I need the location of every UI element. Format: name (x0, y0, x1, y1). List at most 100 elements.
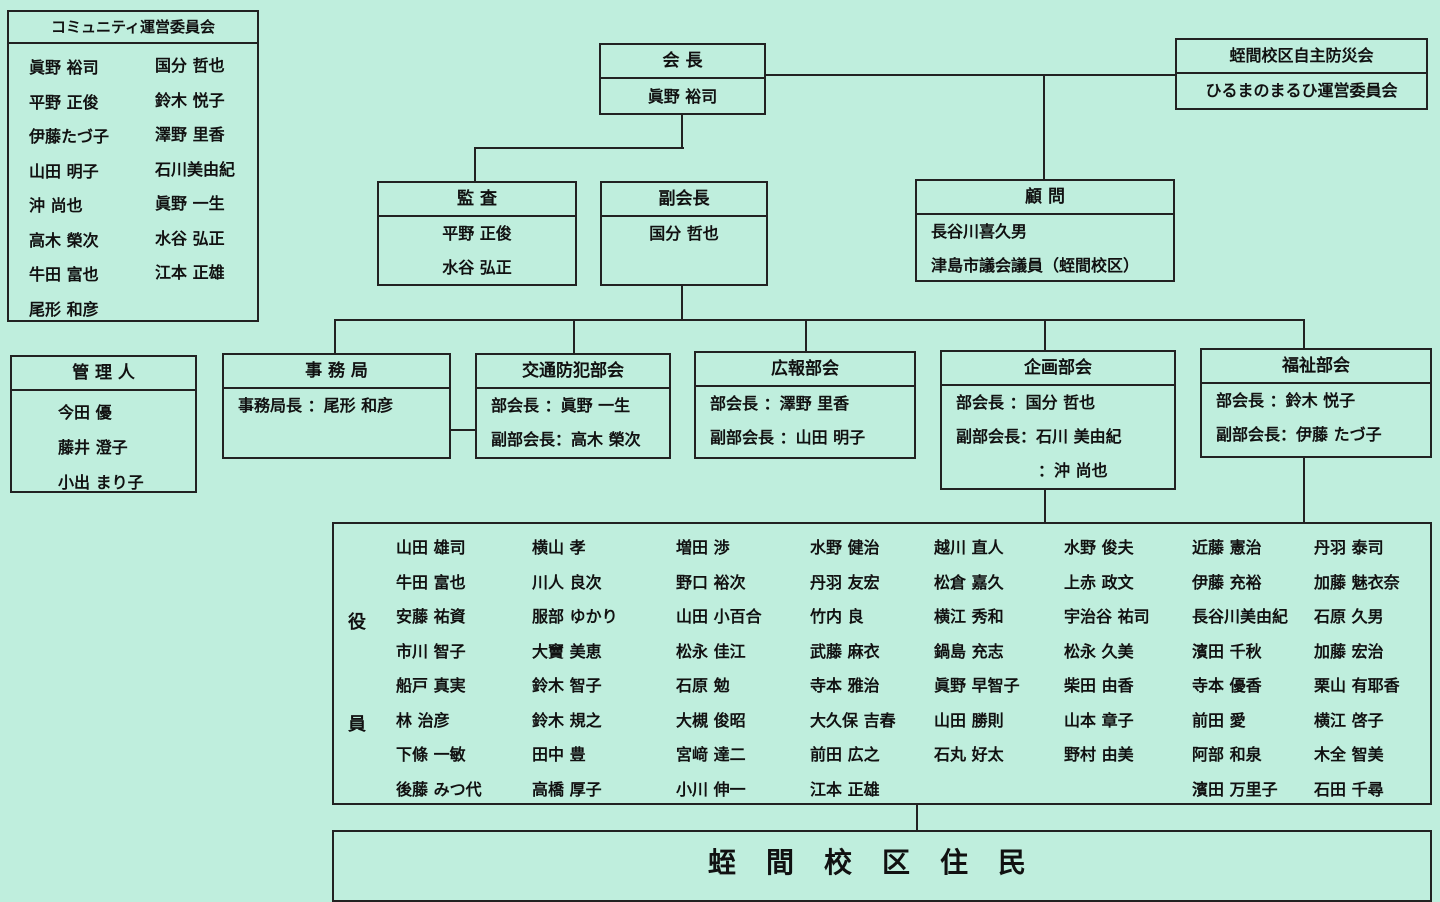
department-title: 交通防犯部会 (477, 355, 669, 389)
officer-name: 長谷川美由紀 (1192, 607, 1289, 626)
officer-name: 栗山 有耶香 (1314, 676, 1400, 695)
department-row: 副部会長：高木 榮次 (491, 430, 641, 449)
department-title: 企画部会 (942, 352, 1174, 386)
advisor-title: 顧 問 (917, 181, 1173, 215)
connector-line (1044, 489, 1046, 523)
officer-name: 水野 俊夫 (1064, 538, 1134, 557)
officer-name: 山田 雄司 (396, 538, 466, 557)
officer-name: 川人 良次 (532, 572, 602, 592)
officer-name: 市川 智子 (396, 641, 466, 661)
department-title: 事 務 局 (224, 355, 449, 389)
kanrinin-member: 小出 まり子 (58, 473, 144, 492)
officer-name: 竹内 良 (810, 607, 864, 626)
officer-name: 服部 ゆかり (532, 607, 618, 626)
officer-name: 船戸 真実 (396, 676, 466, 695)
connector-line (681, 285, 683, 320)
community-committee-member: 沖 尚也 (29, 196, 83, 215)
connector-line (573, 319, 575, 354)
officer-name: 山本 章子 (1064, 710, 1134, 730)
department-welfare: 福祉部会 部会長 ：鈴木 悦子 副部会長：伊藤 たづ子 (1200, 348, 1432, 458)
related-orgs-box: 蛭間校区自主防災会 ひるまのまるひ運営委員会 (1175, 38, 1428, 110)
officer-name: 柴田 由香 (1064, 676, 1134, 695)
connector-line (681, 114, 683, 148)
officer-name: 牛田 富也 (396, 572, 466, 592)
officer-name: 江本 正雄 (810, 779, 880, 799)
community-committee-member: 鈴木 悦子 (155, 90, 225, 110)
officer-name: 上赤 政文 (1064, 572, 1134, 592)
officer-name: 松永 久美 (1064, 641, 1134, 661)
vice-president-name: 国分 哲也 (649, 224, 719, 243)
officer-name: 石丸 好太 (934, 745, 1004, 764)
residents-box: 蛭間校区住民 (332, 830, 1432, 902)
officer-name: 横山 孝 (532, 538, 586, 557)
officer-name: 水野 健治 (810, 538, 880, 557)
department-planning: 企画部会 部会長 ：国分 哲也 副部会長：石川 美由紀 ：沖 尚也 (940, 350, 1176, 490)
connector-line (450, 429, 476, 431)
advisor-name-2: 津島市議会議員（蛭間校区） (931, 256, 1140, 275)
officer-name: 濱田 千秋 (1192, 641, 1262, 661)
officer-name: 加藤 宏治 (1314, 641, 1384, 661)
officer-name: 木全 智美 (1314, 745, 1384, 764)
department-jimukyoku: 事 務 局 事務局長 ：尾形 和彦 (222, 353, 451, 459)
officer-name: 林 治彦 (396, 710, 450, 730)
community-committee-member: 尾形 和彦 (29, 299, 99, 319)
officer-name: 石原 久男 (1314, 607, 1384, 626)
auditor-name-1: 平野 正俊 (442, 224, 512, 243)
officer-name: 大槻 俊昭 (676, 710, 746, 730)
connector-line (334, 319, 336, 353)
kanrinin-title: 管 理 人 (12, 357, 195, 391)
advisor-box: 顧 問 長谷川喜久男 津島市議会議員（蛭間校区） (915, 179, 1175, 282)
kanrinin-member: 藤井 澄子 (58, 438, 128, 457)
vice-president-box: 副会長 国分 哲也 (600, 181, 768, 286)
officer-name: 越川 直人 (934, 538, 1004, 557)
officer-name: 石田 千尋 (1314, 779, 1384, 799)
officer-name: 山田 勝則 (934, 710, 1004, 730)
officer-name: 伊藤 充裕 (1192, 572, 1262, 592)
officer-name: 石原 勉 (676, 676, 730, 695)
related-org-1: 蛭間校区自主防災会 (1177, 40, 1426, 74)
officers-label-bottom: 員 (348, 714, 366, 735)
connector-line (1303, 457, 1305, 523)
connector-line (474, 147, 684, 149)
department-row: 部会長 ：眞野 一生 (491, 396, 631, 415)
community-committee-member: 山田 明子 (29, 161, 99, 181)
officer-name: 鈴木 規之 (532, 710, 602, 730)
department-row: 副部会長：伊藤 たづ子 (1216, 425, 1382, 444)
community-committee-member: 水谷 弘正 (155, 228, 225, 248)
officer-name: 横江 啓子 (1314, 710, 1384, 730)
auditor-name-2: 水谷 弘正 (442, 258, 512, 277)
department-row: 部会長 ：国分 哲也 (956, 393, 1096, 412)
officer-name: 下條 一敏 (396, 745, 466, 764)
community-committee-member: 澤野 里香 (155, 125, 225, 144)
officer-name: 阿部 和泉 (1192, 745, 1262, 764)
officer-name: 眞野 早智子 (934, 676, 1020, 695)
department-row: 部会長 ：澤野 里香 (710, 394, 850, 413)
department-row: 副部会長 ：山田 明子 (710, 428, 866, 447)
officer-name: 松倉 嘉久 (934, 572, 1004, 592)
connector-line (474, 147, 476, 182)
officer-name: 前田 愛 (1192, 710, 1246, 730)
related-org-2: ひるまのまるひ運営委員会 (1205, 81, 1398, 100)
officer-name: 小川 伸一 (676, 779, 746, 799)
auditor-box: 監 査 平野 正俊 水谷 弘正 (377, 181, 577, 286)
officer-name: 濱田 万里子 (1192, 779, 1278, 799)
department-title: 広報部会 (696, 353, 914, 387)
department-public-relations: 広報部会 部会長 ：澤野 里香 副部会長 ：山田 明子 (694, 351, 916, 459)
connector-line (916, 804, 918, 831)
officer-name: 高橋 厚子 (532, 779, 602, 799)
officer-name: 野村 由美 (1064, 745, 1134, 764)
officer-name: 武藤 麻衣 (810, 641, 880, 661)
connector-line (334, 319, 1304, 321)
community-committee-title: コミュニティ運営委員会 (9, 12, 257, 44)
officer-name: 後藤 みつ代 (396, 779, 482, 799)
officer-name: 横江 秀和 (934, 607, 1004, 626)
department-traffic-safety: 交通防犯部会 部会長 ：眞野 一生 副部会長：高木 榮次 (475, 353, 671, 459)
officer-name: 大久保 吉春 (810, 710, 896, 730)
officer-name: 鍋島 充志 (934, 641, 1004, 661)
officer-name: 宇治谷 祐司 (1064, 607, 1150, 626)
vice-president-title: 副会長 (602, 183, 766, 217)
officer-name: 鈴木 智子 (532, 676, 602, 695)
community-committee-box: コミュニティ運営委員会 眞野 裕司平野 正俊伊藤たづ子山田 明子沖 尚也高木 榮… (7, 10, 259, 322)
community-committee-member: 高木 榮次 (29, 230, 99, 250)
officer-name: 大竇 美恵 (532, 641, 602, 661)
